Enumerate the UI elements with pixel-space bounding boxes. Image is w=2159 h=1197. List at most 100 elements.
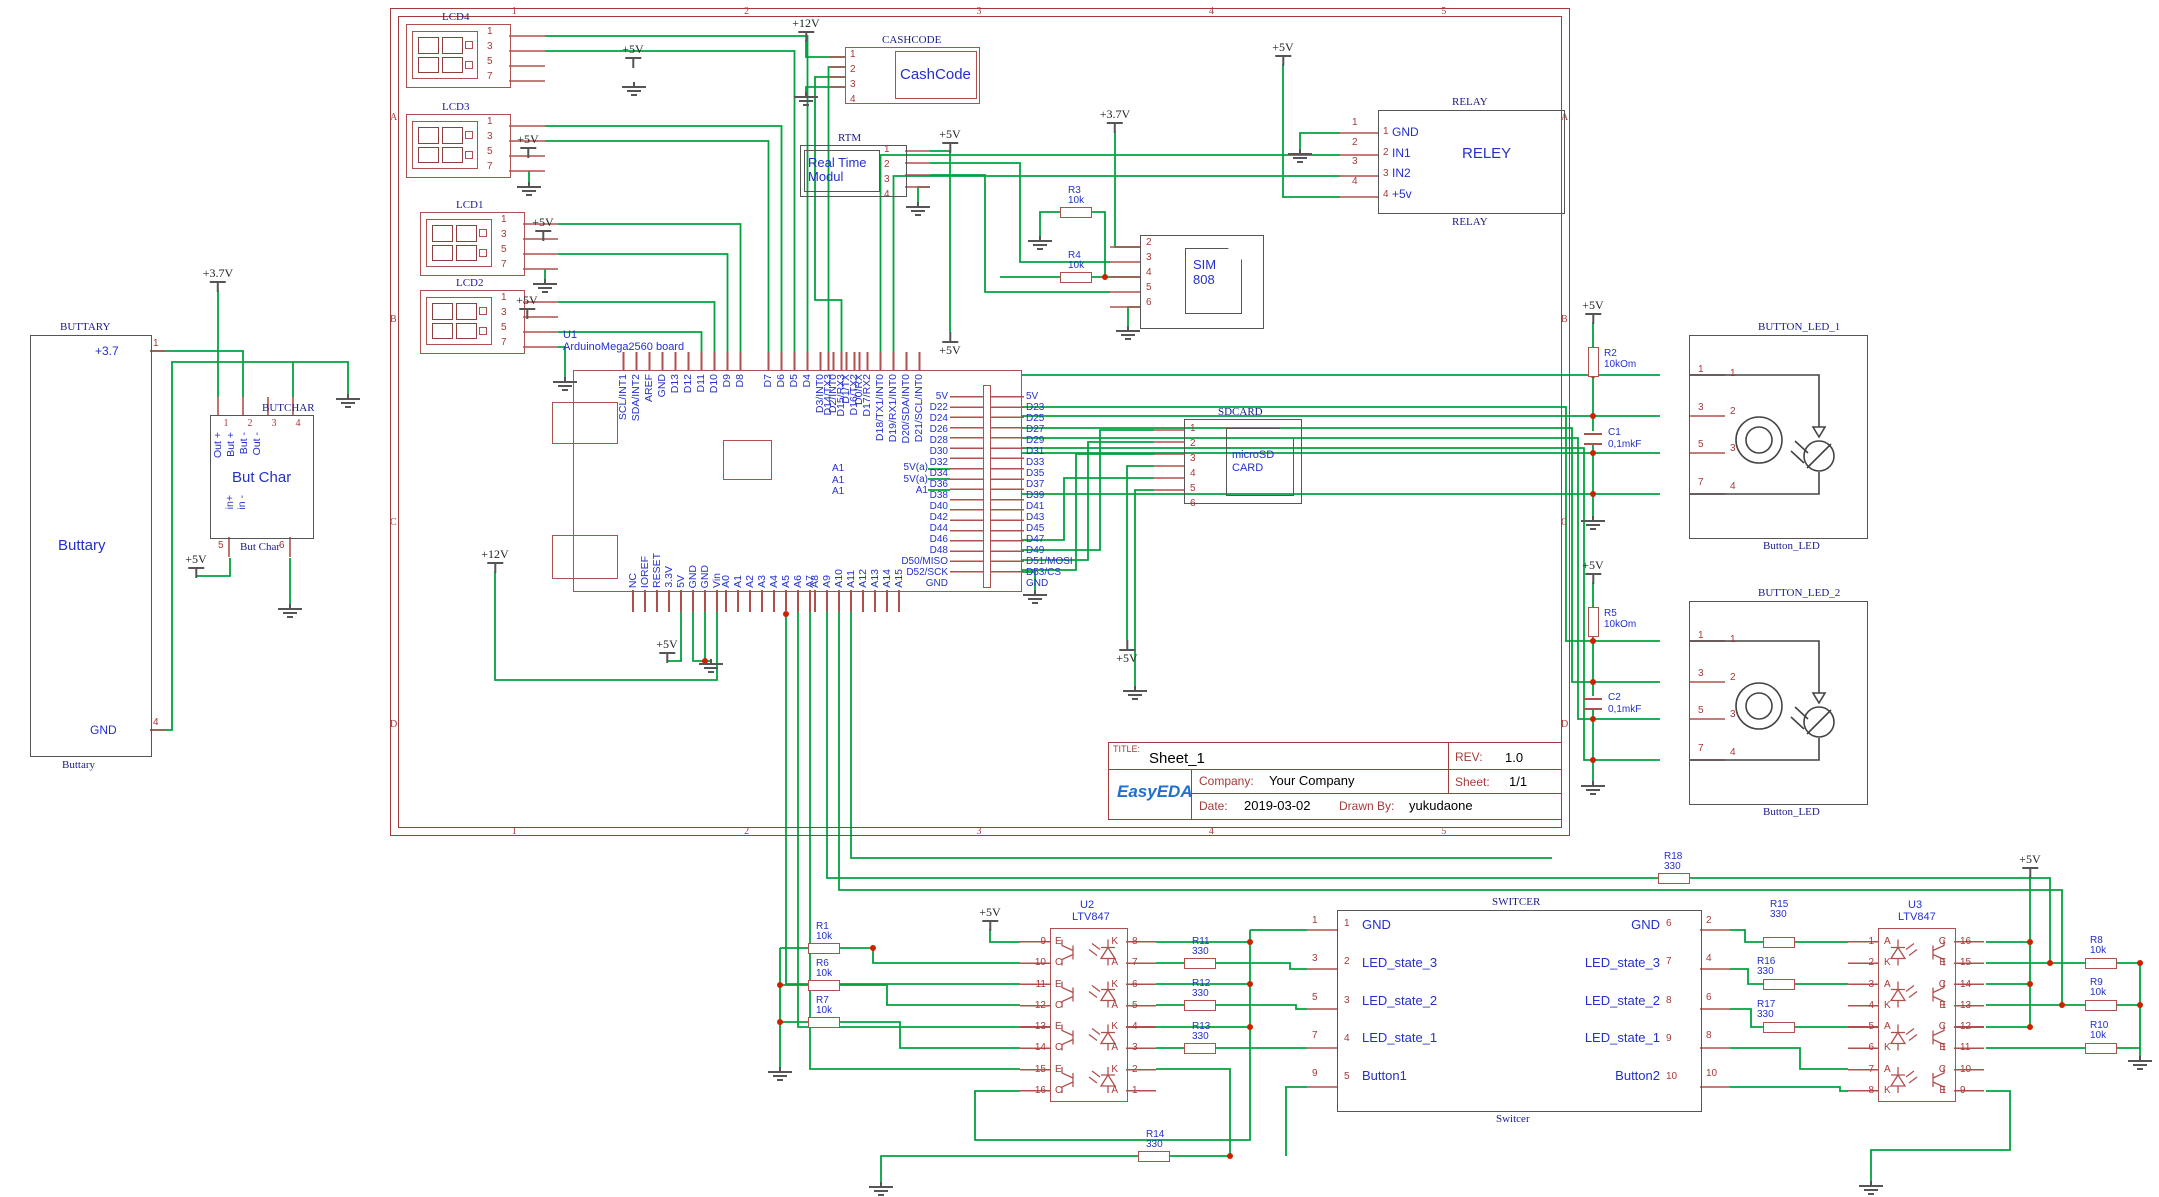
date-label: Date: xyxy=(1199,799,1228,813)
battery-pin-number: 1 xyxy=(153,338,159,349)
pin-number: 2 xyxy=(1352,136,1358,148)
ground-symbol[interactable] xyxy=(516,182,542,196)
border-row-label: A xyxy=(390,111,398,123)
pin-name: NC xyxy=(627,572,639,588)
r6-refdes: R6 xyxy=(816,958,829,969)
component-button-led-2[interactable] xyxy=(1689,601,1868,805)
ground-symbol[interactable] xyxy=(1287,149,1313,163)
resistor-r8[interactable] xyxy=(2085,958,2117,969)
pin-name: LED_state_2 xyxy=(1584,992,1660,1008)
power-flag[interactable]: +5V xyxy=(979,905,1001,931)
ground-symbol[interactable] xyxy=(621,82,647,96)
tb-divider xyxy=(1191,769,1192,819)
capacitor-c2[interactable] xyxy=(1584,698,1602,710)
power-flag[interactable]: +5V xyxy=(1116,640,1138,666)
component-button-led-1[interactable] xyxy=(1689,335,1868,539)
resistor-r3[interactable] xyxy=(1060,207,1092,218)
resistor-r17[interactable] xyxy=(1763,1022,1795,1033)
pin-number: 5 xyxy=(501,322,507,333)
power-flag[interactable]: +5V xyxy=(516,293,538,319)
power-flag[interactable]: +5V xyxy=(532,215,554,241)
resistor-r9[interactable] xyxy=(2085,1000,2117,1011)
resistor-r5[interactable] xyxy=(1588,607,1599,637)
resistor-r1[interactable] xyxy=(808,943,840,954)
resistor-r14[interactable] xyxy=(1138,1151,1170,1162)
resistor-r18[interactable] xyxy=(1658,873,1690,884)
ground-symbol[interactable] xyxy=(2127,1056,2153,1070)
ground-symbol[interactable] xyxy=(1115,326,1141,340)
ground-symbol[interactable] xyxy=(1122,686,1148,700)
ground-symbol[interactable] xyxy=(552,377,578,391)
pin-letter: K xyxy=(1884,1042,1891,1054)
component-butchar[interactable] xyxy=(210,415,314,539)
resistor-r7[interactable] xyxy=(808,1017,840,1028)
component-lcd4[interactable] xyxy=(406,24,511,88)
ground-symbol[interactable] xyxy=(767,1067,793,1081)
component-lcd2[interactable] xyxy=(420,290,525,354)
power-flag[interactable]: +3.7V xyxy=(1099,107,1131,133)
resistor-r12[interactable] xyxy=(1184,1000,1216,1011)
power-flag[interactable]: +5V xyxy=(1272,40,1294,66)
pin-name: D42 xyxy=(929,512,948,523)
pin-name: LED_state_1 xyxy=(1584,1030,1660,1046)
component-lcd1[interactable] xyxy=(420,212,525,276)
power-flag[interactable]: +5V xyxy=(939,127,961,153)
ground-symbol[interactable] xyxy=(1858,1181,1884,1195)
component-switcher[interactable] xyxy=(1337,910,1702,1112)
resistor-r13[interactable] xyxy=(1184,1043,1216,1054)
ground-symbol[interactable] xyxy=(1580,516,1606,530)
resistor-r2[interactable] xyxy=(1588,347,1599,377)
ground-symbol[interactable] xyxy=(1580,781,1606,795)
sheet-value: 1/1 xyxy=(1509,774,1528,789)
resistor-r11[interactable] xyxy=(1184,958,1216,969)
power-flag[interactable]: +5V xyxy=(939,332,961,358)
button-led-2-refdes: BUTTON_LED_2 xyxy=(1758,587,1841,599)
power-flag[interactable]: +5V xyxy=(1582,558,1604,584)
pin-letter: A xyxy=(1111,999,1118,1011)
ground-symbol[interactable] xyxy=(905,202,931,216)
resistor-r10[interactable] xyxy=(2085,1043,2117,1054)
r17-value: 330 xyxy=(1757,1009,1774,1020)
resistor-r15[interactable] xyxy=(1763,937,1795,948)
power-flag[interactable]: +12V xyxy=(481,547,509,573)
component-cashcode[interactable] xyxy=(845,47,980,104)
u3-value: LTV847 xyxy=(1898,911,1936,923)
power-flag[interactable]: +5V xyxy=(622,42,644,68)
rtm-value: Modul xyxy=(808,169,844,184)
component-sim808[interactable] xyxy=(1140,235,1264,329)
pin-name: D23 xyxy=(1026,402,1045,413)
power-flag[interactable]: +5V xyxy=(2019,852,2041,878)
ground-symbol[interactable] xyxy=(335,394,361,408)
power-flag[interactable]: +3.7V xyxy=(202,266,234,292)
power-flag[interactable]: +5V xyxy=(1582,298,1604,324)
component-rtm[interactable] xyxy=(800,145,907,197)
ground-symbol[interactable] xyxy=(793,92,819,106)
ground-symbol[interactable] xyxy=(1022,590,1048,604)
resistor-r6[interactable] xyxy=(808,980,840,991)
ground-symbol[interactable] xyxy=(698,659,724,673)
resistor-r4[interactable] xyxy=(1060,272,1092,283)
ground-symbol[interactable] xyxy=(277,604,303,618)
ground-symbol[interactable] xyxy=(1027,236,1053,250)
pin-name: D8 xyxy=(734,374,746,388)
power-flag[interactable]: +12V xyxy=(792,16,820,42)
power-flag[interactable]: +5V xyxy=(656,637,678,663)
pin-number: 3 xyxy=(1344,994,1350,1006)
component-lcd3[interactable] xyxy=(406,114,511,178)
pin-number: 6 xyxy=(1868,1042,1874,1054)
ground-symbol[interactable] xyxy=(532,279,558,293)
power-flag[interactable]: +5V xyxy=(517,132,539,158)
pin-number: 1 xyxy=(1698,630,1704,641)
component-relay[interactable] xyxy=(1378,110,1565,214)
component-sdcard[interactable] xyxy=(1184,419,1302,504)
capacitor-c1[interactable] xyxy=(1584,433,1602,445)
power-flag[interactable]: +5V xyxy=(185,552,207,578)
resistor-r16[interactable] xyxy=(1763,979,1795,990)
component-battery[interactable] xyxy=(30,335,152,757)
ground-symbol[interactable] xyxy=(868,1182,894,1196)
r17-refdes: R17 xyxy=(1757,999,1776,1010)
